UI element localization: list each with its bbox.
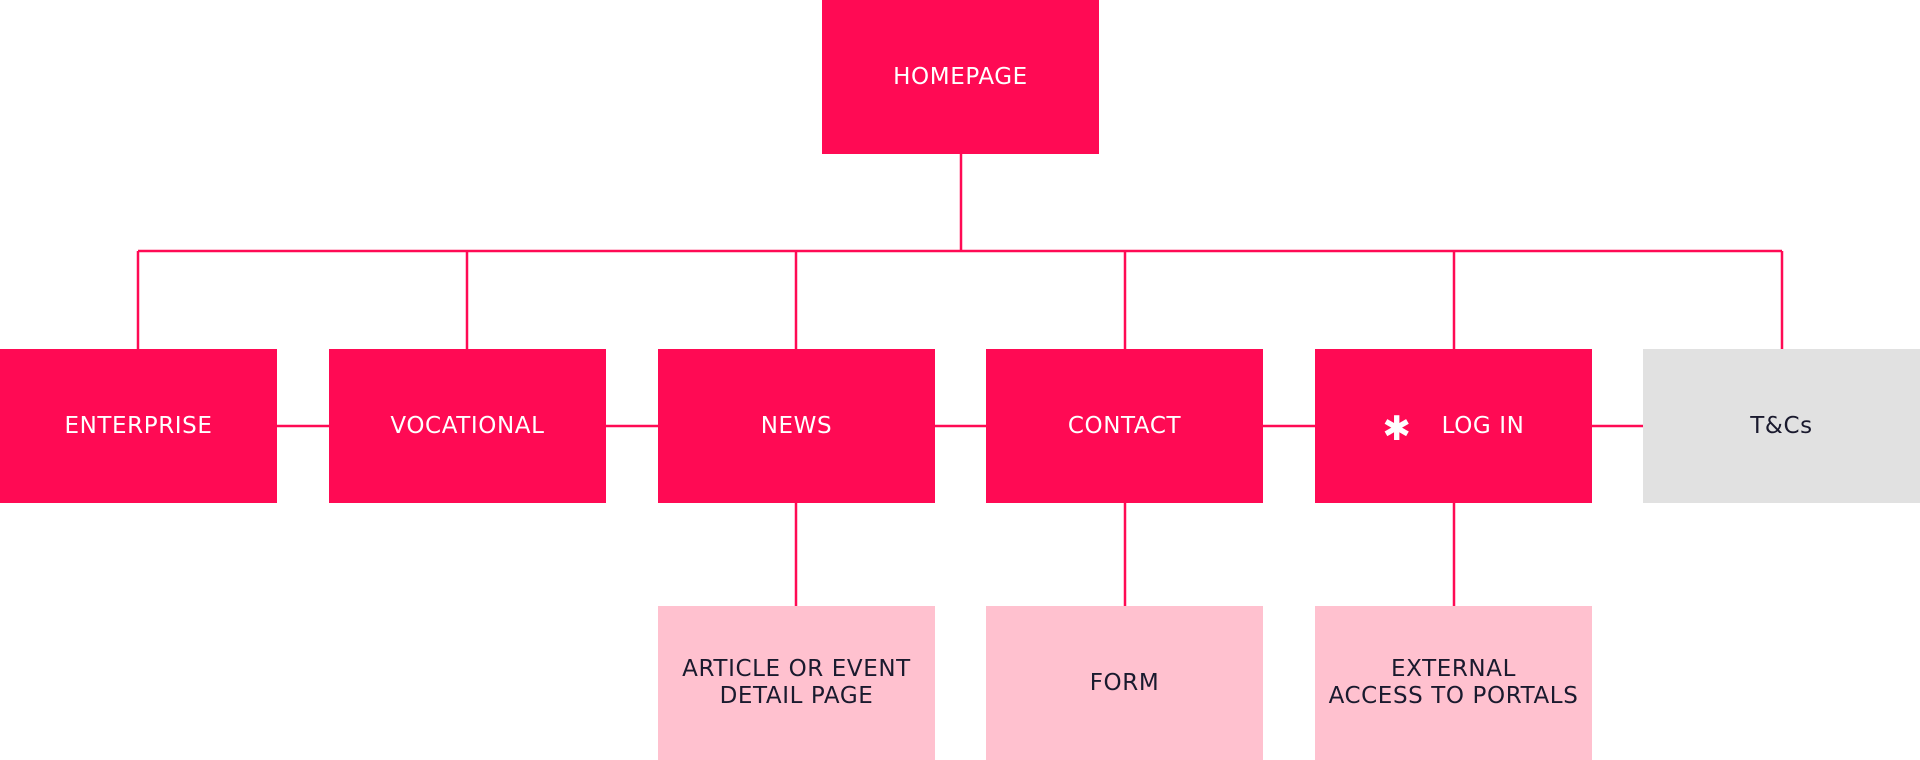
node-vocational: VOCATIONAL xyxy=(329,349,606,503)
node-news-label: NEWS xyxy=(760,412,833,439)
node-vocational-label: VOCATIONAL xyxy=(390,412,545,439)
node-login: ✱ LOG IN xyxy=(1315,349,1592,503)
node-external-access-label: EXTERNAL ACCESS TO PORTALS xyxy=(1328,656,1579,709)
node-external-access: EXTERNAL ACCESS TO PORTALS xyxy=(1315,606,1592,760)
asterisk-icon: ✱ xyxy=(1382,408,1412,449)
node-contact-label: CONTACT xyxy=(1067,412,1182,439)
node-tcs: T&Cs xyxy=(1643,349,1920,503)
node-news: NEWS xyxy=(658,349,935,503)
node-contact: CONTACT xyxy=(986,349,1263,503)
node-login-label: LOG IN xyxy=(1441,412,1525,439)
node-homepage: HOMEPAGE xyxy=(822,0,1099,154)
node-homepage-label: HOMEPAGE xyxy=(893,63,1028,90)
node-article-detail: ARTICLE OR EVENT DETAIL PAGE xyxy=(658,606,935,760)
node-tcs-label: T&Cs xyxy=(1750,412,1813,439)
node-enterprise: ENTERPRISE xyxy=(0,349,277,503)
node-form: FORM xyxy=(986,606,1263,760)
node-article-detail-label: ARTICLE OR EVENT DETAIL PAGE xyxy=(682,656,911,709)
node-form-label: FORM xyxy=(1089,669,1160,696)
node-enterprise-label: ENTERPRISE xyxy=(64,412,213,439)
